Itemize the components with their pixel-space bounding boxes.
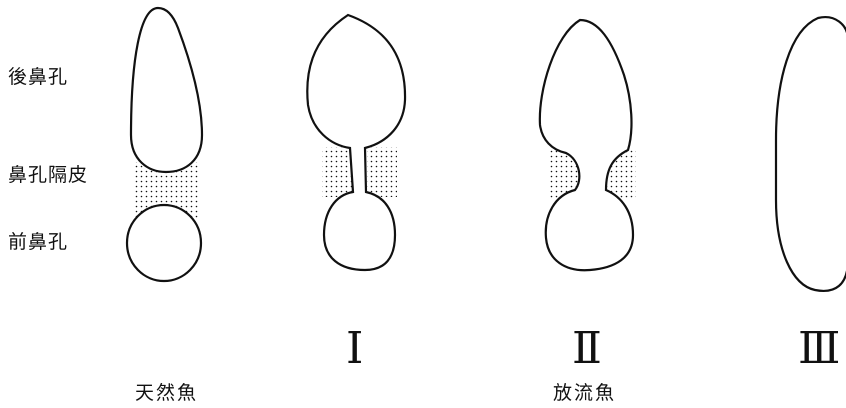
type-1-nostril-outline [307,15,405,270]
type-label-3: Ⅲ [798,327,840,371]
type1-septum-dots-left [322,147,352,197]
type-3-nostril-outline [776,17,846,291]
type-2-nostril-figure [540,20,636,270]
wild-posterior-nostril [131,8,202,172]
caption-wild-fish: 天然魚 [135,384,198,403]
type-label-2: Ⅱ [572,327,602,371]
wild-fish-nostril-figure [127,8,202,281]
caption-hatchery-fish: 放流魚 [553,384,616,403]
type-label-1: Ⅰ [346,327,363,371]
type-3-nostril-figure [776,17,846,291]
type-2-nostril-outline [540,20,633,270]
type-1-nostril-figure [307,15,405,270]
type1-septum-dots-right [367,147,397,197]
wild-anterior-nostril [127,205,201,281]
